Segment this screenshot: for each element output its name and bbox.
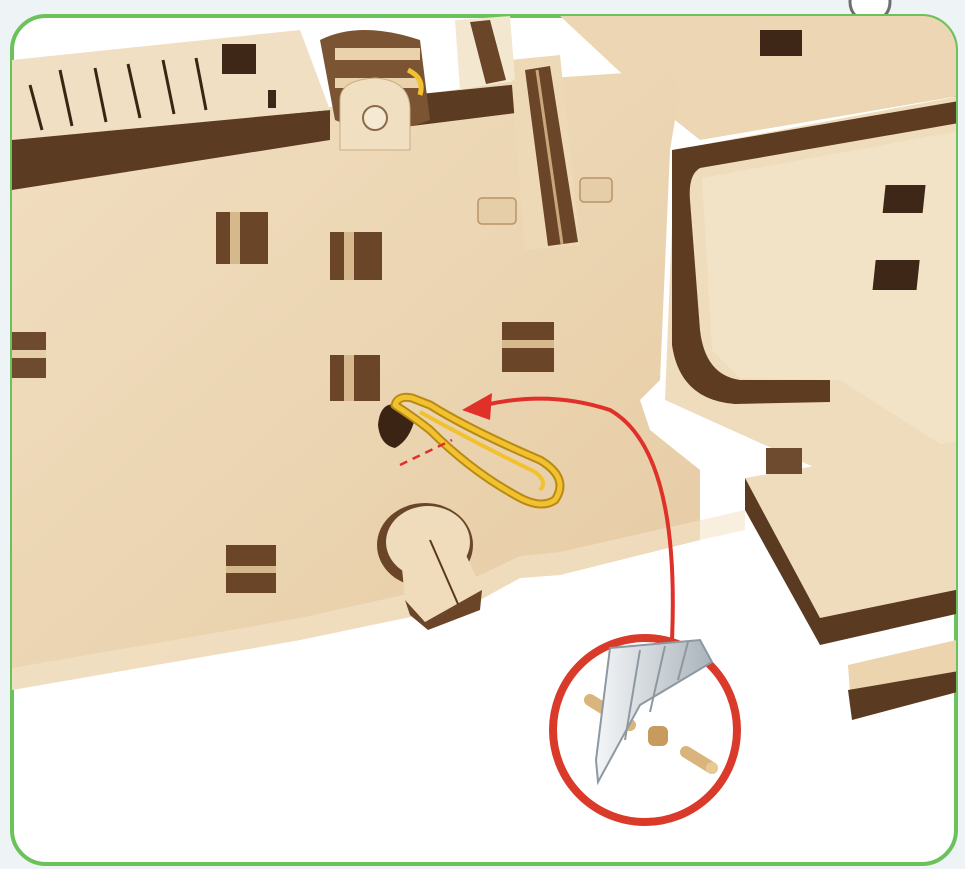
- deck-slot: [222, 44, 256, 74]
- deck-slot: [760, 30, 802, 56]
- side-tab-band: [12, 350, 46, 358]
- deck-slot: [873, 260, 920, 290]
- slot: [330, 355, 380, 401]
- slot: [330, 232, 382, 280]
- peg: [478, 198, 516, 224]
- dowel-middle: [648, 726, 668, 746]
- slot: [216, 212, 268, 264]
- deck-slot: [766, 448, 802, 474]
- deck-slot: [268, 90, 276, 108]
- cut-pin-detail: [553, 638, 737, 822]
- winch-axle-hole: [363, 106, 387, 130]
- winch-band: [335, 48, 420, 60]
- slot: [502, 322, 554, 372]
- peg: [580, 178, 612, 202]
- slot: [226, 545, 276, 593]
- deck-slot: [883, 185, 926, 213]
